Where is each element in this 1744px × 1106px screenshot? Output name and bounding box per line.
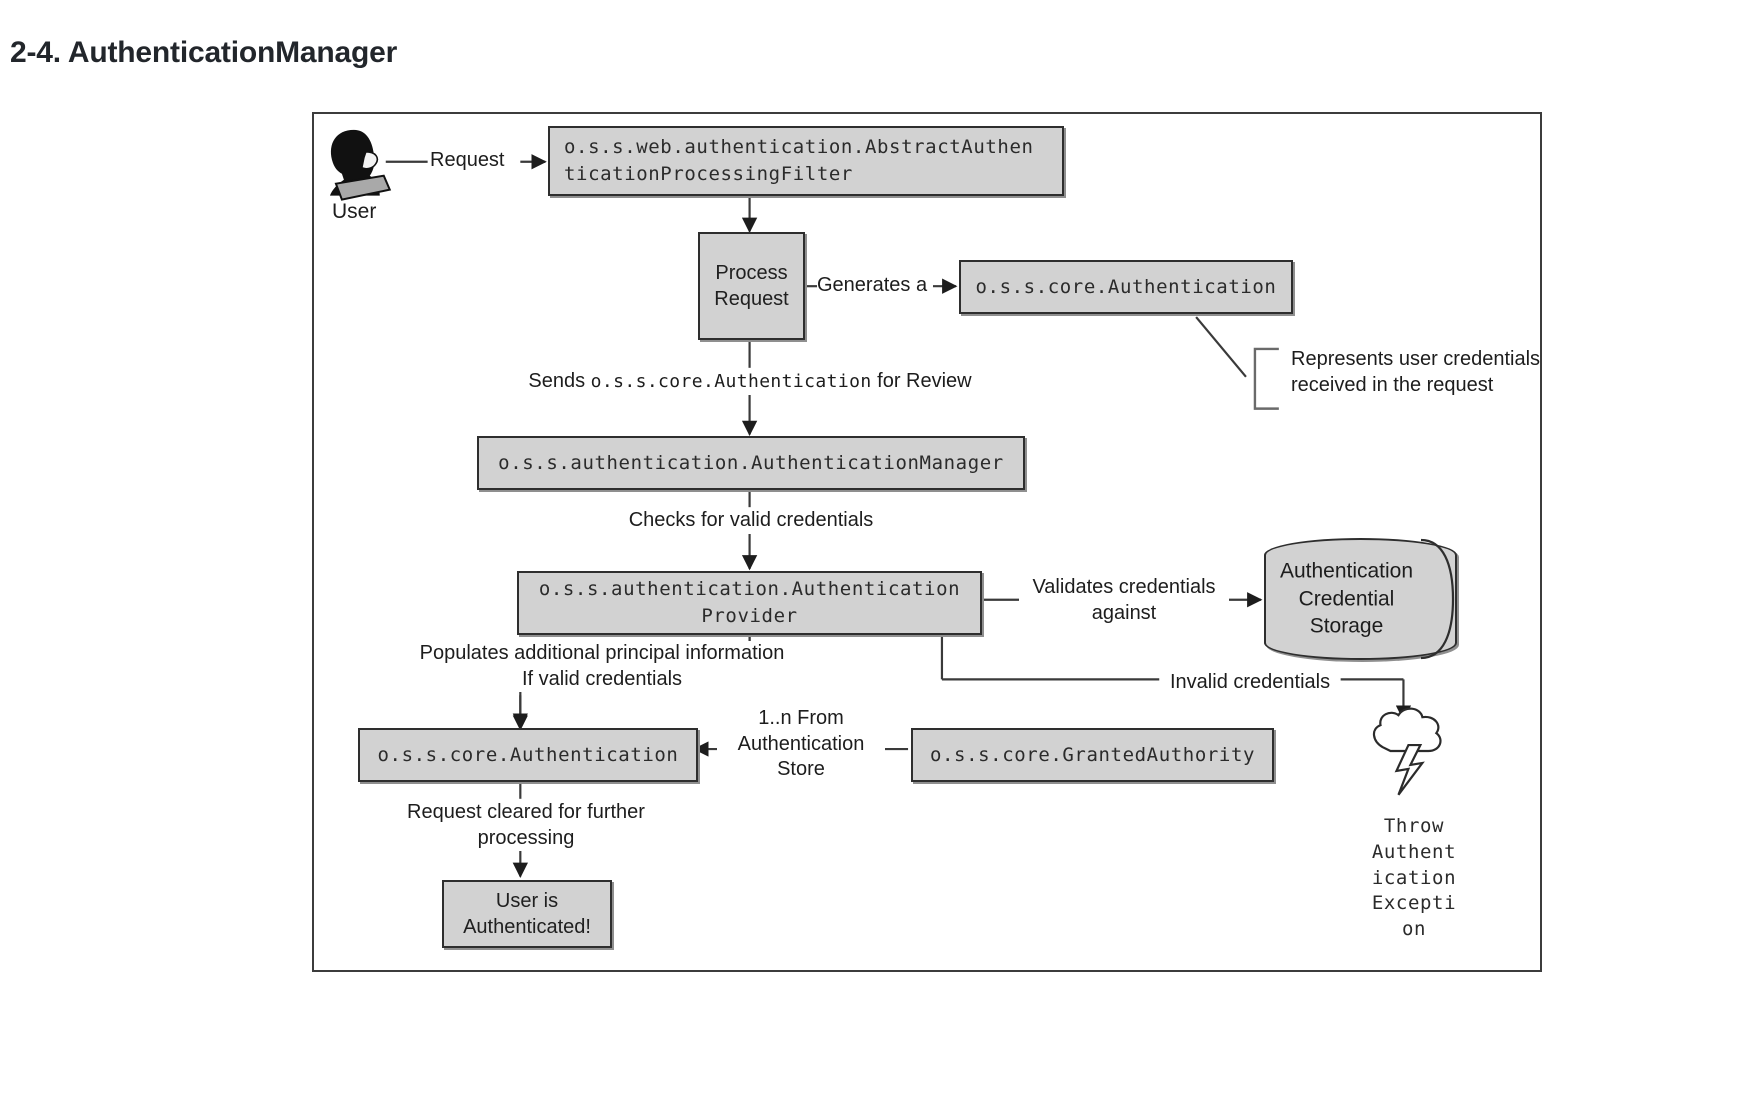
actor-label-user: User <box>332 200 377 223</box>
node-process-request[interactable]: Process Request <box>698 232 805 340</box>
label-throw-authentication-exception: Throw Authent ication Excepti on <box>1371 815 1457 941</box>
cylinder-cap-icon <box>1420 538 1455 660</box>
edge-label-request: Request <box>430 148 505 174</box>
node-authentication-provider[interactable]: o.s.s.authentication.Authentication Prov… <box>517 571 982 635</box>
explosion-burst-icon <box>1372 707 1442 796</box>
node-authentication-manager[interactable]: o.s.s.authentication.AuthenticationManag… <box>477 436 1025 490</box>
node-core-granted-authority[interactable]: o.s.s.core.GrantedAuthority <box>911 728 1274 782</box>
edge-label-request-cleared-for-processing: Request cleared for further processing <box>376 800 676 852</box>
user-avatar-icon <box>329 129 392 201</box>
page-title: 2-4. AuthenticationManager <box>10 36 398 69</box>
edge-label-invalid-credentials: Invalid credentials <box>1170 670 1331 696</box>
edge-label-sends-authentication-for-review: Sends o.s.s.core.Authentication for Revi… <box>510 369 990 395</box>
cylinder-label: Authentication Credential Storage <box>1279 559 1414 638</box>
figure-container: User o.s.s.web.authentication.AbstractAu… <box>312 112 1542 972</box>
edge-label-generates-a: Generates a <box>817 273 928 299</box>
node-core-authentication-generated[interactable]: o.s.s.core.Authentication <box>959 260 1293 314</box>
edge-label-populates-principal-information: Populates additional principal informati… <box>392 641 812 693</box>
callout-represents-user-credentials: Represents user credentials received in … <box>1291 348 1541 397</box>
node-authentication-credential-storage[interactable]: Authentication Credential Storage <box>1264 538 1457 660</box>
node-abstract-authentication-processing-filter[interactable]: o.s.s.web.authentication.AbstractAuthen … <box>548 126 1064 196</box>
edge-label-one-to-n-from-authentication-store: 1..n From Authentication Store <box>717 706 885 783</box>
sends-code: o.s.s.core.Authentication <box>590 371 872 392</box>
node-core-authentication-result[interactable]: o.s.s.core.Authentication <box>358 728 698 782</box>
sends-prefix: Sends <box>528 370 591 392</box>
cylinder-body <box>1264 538 1457 660</box>
node-user-is-authenticated[interactable]: User is Authenticated! <box>442 880 612 948</box>
edge-label-validates-credentials-against: Validates credentials against <box>1019 575 1229 627</box>
sends-suffix: for Review <box>871 370 972 392</box>
edge-label-checks-for-valid-credentials: Checks for valid credentials <box>611 508 891 534</box>
